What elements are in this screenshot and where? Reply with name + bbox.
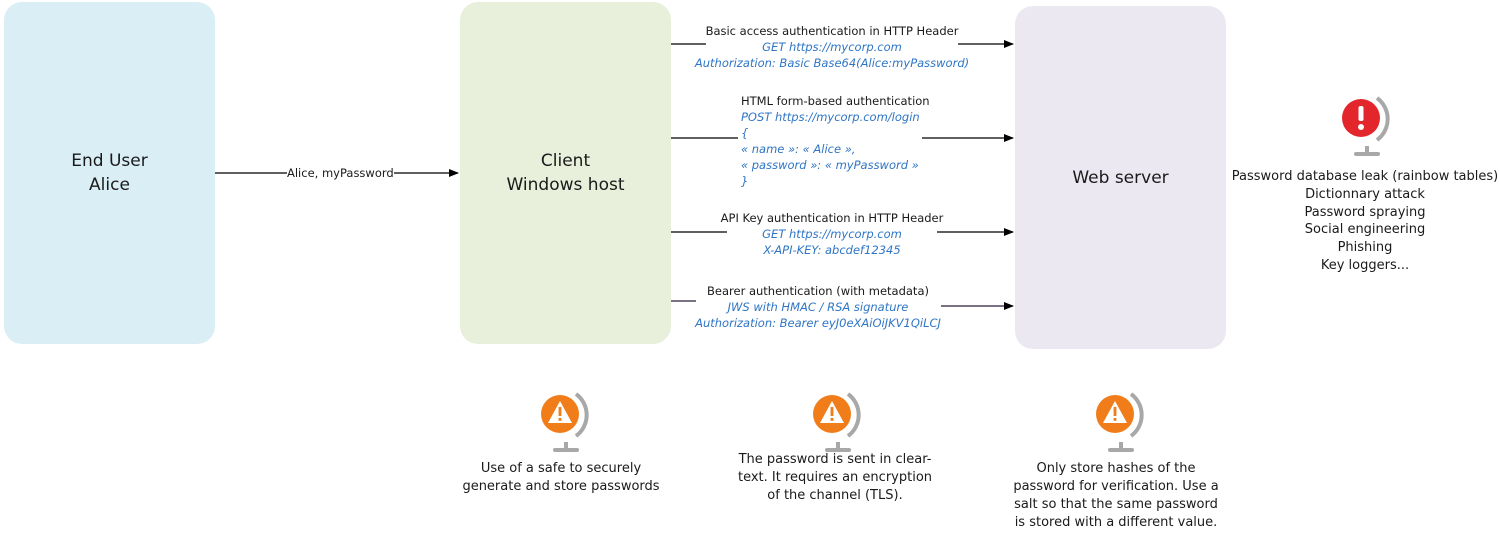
transport-note: The password is sent in clear- text. It … — [738, 451, 932, 505]
apikey-auth-label: API Key authentication in HTTP Header GE… — [721, 210, 944, 258]
exclamation-globe-icon — [1342, 96, 1390, 156]
bearer-auth-label: Bearer authentication (with metadata) JW… — [695, 283, 941, 331]
warning-globe-icon — [541, 392, 589, 452]
threat-item: Dictionnary attack — [1305, 186, 1425, 202]
form-auth-detail: « name »: « Alice », — [741, 142, 856, 156]
credentials-message: Alice, myPassword — [287, 165, 394, 181]
bearer-auth-detail: Authorization: Bearer eyJ0eXAiOiJKV1QiLC… — [695, 316, 941, 330]
end-user-box: End User Alice — [4, 2, 215, 344]
form-auth-detail: } — [741, 174, 749, 188]
client-note-line: generate and store passwords — [462, 479, 660, 494]
form-auth-label: HTML form-based authentication POST http… — [741, 93, 930, 189]
threat-list: Password database leak (rainbow tables) … — [1232, 168, 1498, 275]
transport-note-line: of the channel (TLS). — [767, 488, 903, 503]
server-note-line: password for verification. Use a — [1013, 479, 1219, 494]
basic-auth-label: Basic access authentication in HTTP Head… — [695, 23, 969, 71]
client-box: Client Windows host — [460, 2, 671, 344]
bearer-auth-title: Bearer authentication (with metadata) — [707, 284, 929, 298]
end-user-name: Alice — [89, 175, 130, 195]
threat-item: Phishing — [1337, 240, 1393, 256]
warning-globe-icon — [1096, 392, 1144, 452]
client-note-line: Use of a safe to securely — [480, 461, 642, 476]
server-note-line: salt so that the same password — [1014, 497, 1218, 512]
threat-item: Password spraying — [1304, 204, 1426, 220]
client-host-label: Windows host — [506, 175, 625, 195]
apikey-auth-detail: GET https://mycorp.com — [762, 227, 902, 241]
basic-auth-title: Basic access authentication in HTTP Head… — [705, 24, 959, 38]
bearer-auth-detail: JWS with HMAC / RSA signature — [727, 300, 909, 314]
transport-note-line: The password is sent in clear- — [738, 452, 932, 467]
threat-item: Key loggers... — [1320, 257, 1410, 273]
threat-item: Social engineering — [1304, 222, 1426, 238]
form-auth-detail: POST https://mycorp.com/login — [741, 110, 920, 124]
web-server-label: Web server — [1072, 167, 1169, 188]
transport-note-line: text. It requires an encryption — [737, 470, 933, 485]
warning-globe-icon — [813, 392, 861, 452]
apikey-auth-title: API Key authentication in HTTP Header — [720, 211, 944, 225]
apikey-auth-detail: X-API-KEY: abcdef12345 — [763, 243, 901, 257]
basic-auth-detail: GET https://mycorp.com — [762, 40, 902, 54]
end-user-label: End User — [71, 151, 148, 171]
web-server-box: Web server — [1015, 6, 1226, 349]
client-note: Use of a safe to securely generate and s… — [462, 460, 659, 496]
client-label: Client — [540, 151, 591, 171]
form-auth-detail: { — [741, 126, 749, 140]
server-note-line: is stored with a different value. — [1014, 515, 1218, 530]
basic-auth-detail: Authorization: Basic Base64(Alice:myPass… — [694, 56, 970, 70]
threat-item: Password database leak (rainbow tables) — [1231, 169, 1499, 184]
server-note-line: Only store hashes of the — [1036, 461, 1196, 476]
form-auth-title: HTML form-based authentication — [741, 94, 930, 108]
server-note: Only store hashes of the password for ve… — [1013, 460, 1218, 532]
form-auth-detail: « password »: « myPassword » — [741, 158, 919, 172]
